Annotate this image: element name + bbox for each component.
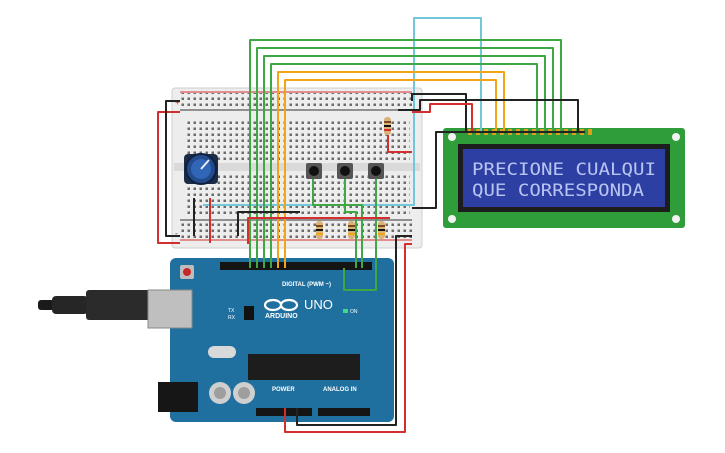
wire-red-top-rail bbox=[157, 111, 180, 244]
wire-red-resistor bbox=[387, 135, 412, 153]
on-led-label: ON bbox=[350, 309, 358, 315]
arduino-pcb bbox=[170, 258, 394, 422]
resistor-button-1[interactable] bbox=[316, 221, 323, 239]
breadboard-top-rail bbox=[180, 93, 412, 109]
analog-header bbox=[318, 408, 370, 416]
power-jack bbox=[158, 382, 198, 412]
wire-green-lcd-4 bbox=[270, 63, 538, 268]
wire-green-button-1 bbox=[312, 179, 363, 268]
usb-cable bbox=[38, 290, 150, 320]
wire-green-button-2 bbox=[344, 179, 357, 268]
arduino-model: UNO bbox=[304, 297, 333, 312]
wire-orange-lcd-1 bbox=[277, 71, 505, 268]
wires bbox=[157, 17, 585, 433]
resistor-button-2[interactable] bbox=[348, 221, 355, 239]
potentiometer[interactable] bbox=[184, 153, 218, 185]
wire-black-gnd-rail bbox=[296, 235, 412, 426]
push-button-1[interactable] bbox=[306, 163, 322, 179]
wire-green-lcd-1 bbox=[249, 39, 562, 268]
microcontroller-chip bbox=[248, 354, 360, 380]
lcd-line-1: PRECIONE CUALQUI bbox=[472, 160, 656, 180]
wire-black-buttons bbox=[237, 211, 300, 236]
breadboard-lower-strip bbox=[184, 174, 410, 214]
breadboard-upper-strip bbox=[184, 120, 410, 160]
on-led bbox=[343, 309, 348, 313]
wire-black-top-rail bbox=[165, 100, 180, 237]
wire-orange-lcd-2 bbox=[284, 79, 497, 268]
arduino-uno-board: ARDUINO UNO DIGITAL (PWM ~) POWER ANALOG… bbox=[38, 258, 394, 422]
rx-label: RX bbox=[228, 315, 236, 321]
push-button-2[interactable] bbox=[337, 163, 353, 179]
push-button-3[interactable] bbox=[368, 163, 384, 179]
wire-green-lcd-2 bbox=[256, 47, 554, 268]
usb-port bbox=[147, 289, 193, 329]
wire-green-lcd-3 bbox=[263, 55, 546, 268]
wire-black-lcd-gnd bbox=[412, 131, 585, 209]
wire-red-5v-rail bbox=[284, 243, 412, 433]
breadboard-center-channel bbox=[174, 163, 420, 171]
resistor-lcd[interactable] bbox=[384, 117, 391, 135]
analog-label: ANALOG IN bbox=[323, 387, 357, 393]
digital-label: DIGITAL (PWM ~) bbox=[282, 282, 331, 288]
rail-plus-label: + bbox=[175, 98, 180, 107]
wire-red-lcd bbox=[412, 103, 473, 132]
breadboard: + - bbox=[171, 87, 423, 249]
arduino-logo-text: ARDUINO bbox=[265, 313, 298, 320]
lcd-line-2: QUE CORRESPONDA bbox=[472, 181, 644, 201]
resistor-button-3[interactable] bbox=[378, 221, 385, 239]
tx-label: TX bbox=[228, 308, 235, 314]
wire-red-buttons bbox=[247, 217, 390, 244]
rail-minus-label: - bbox=[175, 229, 178, 238]
lcd-module: PRECIONE CUALQUI QUE CORRESPONDA bbox=[443, 128, 685, 228]
wire-black-lcd-1 bbox=[411, 93, 467, 132]
wire-black-lcd-2 bbox=[398, 99, 579, 132]
breadboard-bottom-rail bbox=[180, 222, 412, 238]
wire-green-button-3 bbox=[343, 179, 377, 291]
digital-header bbox=[220, 262, 372, 270]
lcd-screen bbox=[463, 149, 665, 207]
power-label: POWER bbox=[272, 387, 295, 393]
arduino-infinity-logo bbox=[263, 298, 299, 312]
